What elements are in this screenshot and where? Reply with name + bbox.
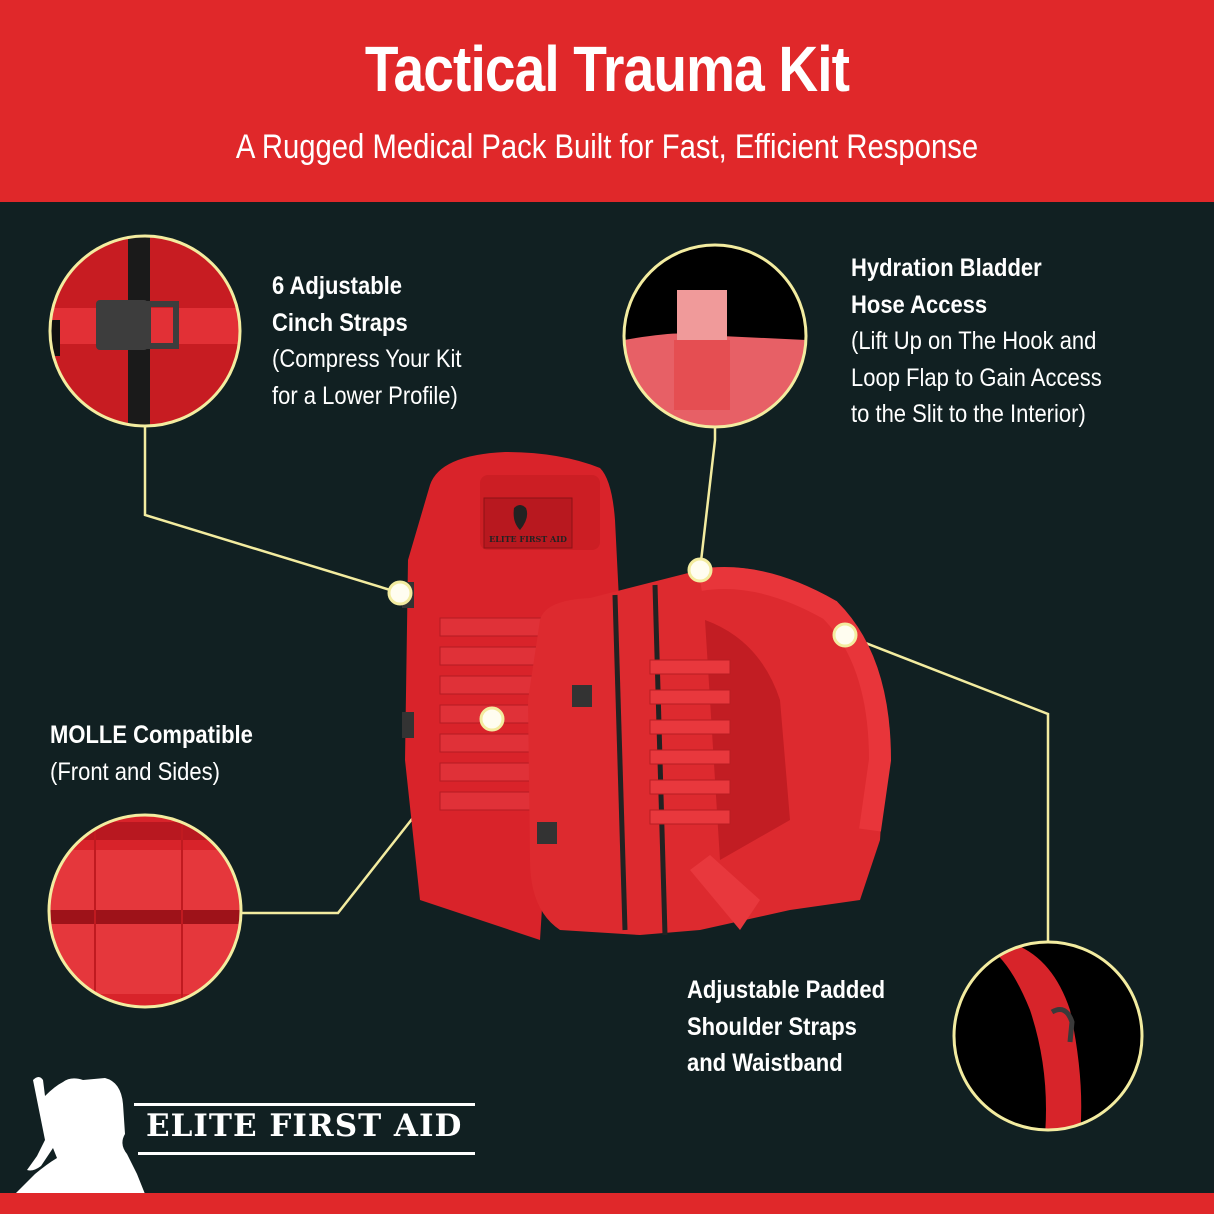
logo-rule-top [134, 1103, 475, 1106]
callout-shoulder-straps: Adjustable Padded Shoulder Straps and Wa… [687, 972, 885, 1082]
anchor-dots [387, 557, 858, 732]
callout-heading: Hydration Bladder [851, 254, 1042, 282]
backpack-front-image: ELITE FIRST AID [402, 452, 620, 940]
callout-heading: and Waistband [687, 1049, 843, 1077]
logo-rule-bottom [138, 1152, 475, 1155]
strap-closeup-image [952, 940, 1144, 1132]
callout-hydration: Hydration Bladder Hose Access (Lift Up o… [851, 250, 1102, 433]
brand-logo-text: ELITE FIRST AID [146, 1108, 463, 1144]
logo-silhouette-icon [15, 1077, 145, 1194]
footer-bar [0, 1193, 1214, 1214]
callout-detail: to the Slit to the Interior) [851, 400, 1086, 428]
callout-heading: MOLLE Compatible [50, 721, 253, 749]
velcro-closeup-image [622, 243, 808, 429]
callout-detail: Loop Flap to Gain Access [851, 363, 1102, 392]
backpack-side-image [528, 567, 892, 936]
callout-heading: 6 Adjustable [272, 272, 402, 300]
callout-detail: (Compress Your Kit [272, 345, 462, 373]
header-banner: Tactical Trauma Kit A Rugged Medical Pac… [0, 0, 1214, 202]
callout-heading: Adjustable Padded [687, 976, 886, 1004]
callout-heading: Cinch Straps [272, 308, 408, 337]
patch-text: ELITE FIRST AID [489, 534, 567, 544]
callout-heading: Hose Access [851, 290, 988, 319]
callout-detail: (Lift Up on The Hook and [851, 327, 1097, 355]
buckle-closeup-image [48, 234, 242, 428]
callout-heading: Shoulder Straps [687, 1012, 857, 1041]
callout-detail: (Front and Sides) [50, 757, 220, 786]
callout-molle: MOLLE Compatible (Front and Sides) [50, 717, 253, 790]
callout-detail: for a Lower Profile) [272, 381, 458, 410]
page-title: Tactical Trauma Kit [364, 33, 850, 105]
molle-closeup-image [47, 813, 243, 1009]
callout-cinch-straps: 6 Adjustable Cinch Straps (Compress Your… [272, 268, 462, 414]
page-subtitle: A Rugged Medical Pack Built for Fast, Ef… [235, 128, 979, 166]
